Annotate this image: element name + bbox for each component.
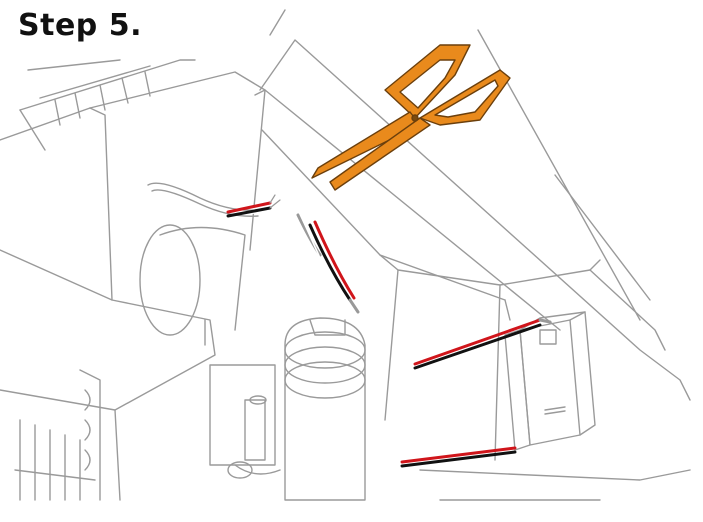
step-title: Step 5. [18, 8, 142, 43]
red-wire-mid [413, 318, 542, 366]
motor-component [209, 317, 366, 501]
left-housing [0, 71, 266, 501]
black-wire [226, 206, 272, 218]
black-wire-bottom [400, 450, 517, 468]
vent-louvers [14, 369, 101, 501]
red-wire [226, 201, 272, 214]
red-wire-bottom [400, 446, 517, 464]
black-wire-mid [413, 323, 542, 370]
scissors-icon [311, 44, 511, 191]
top-grille [19, 59, 196, 151]
